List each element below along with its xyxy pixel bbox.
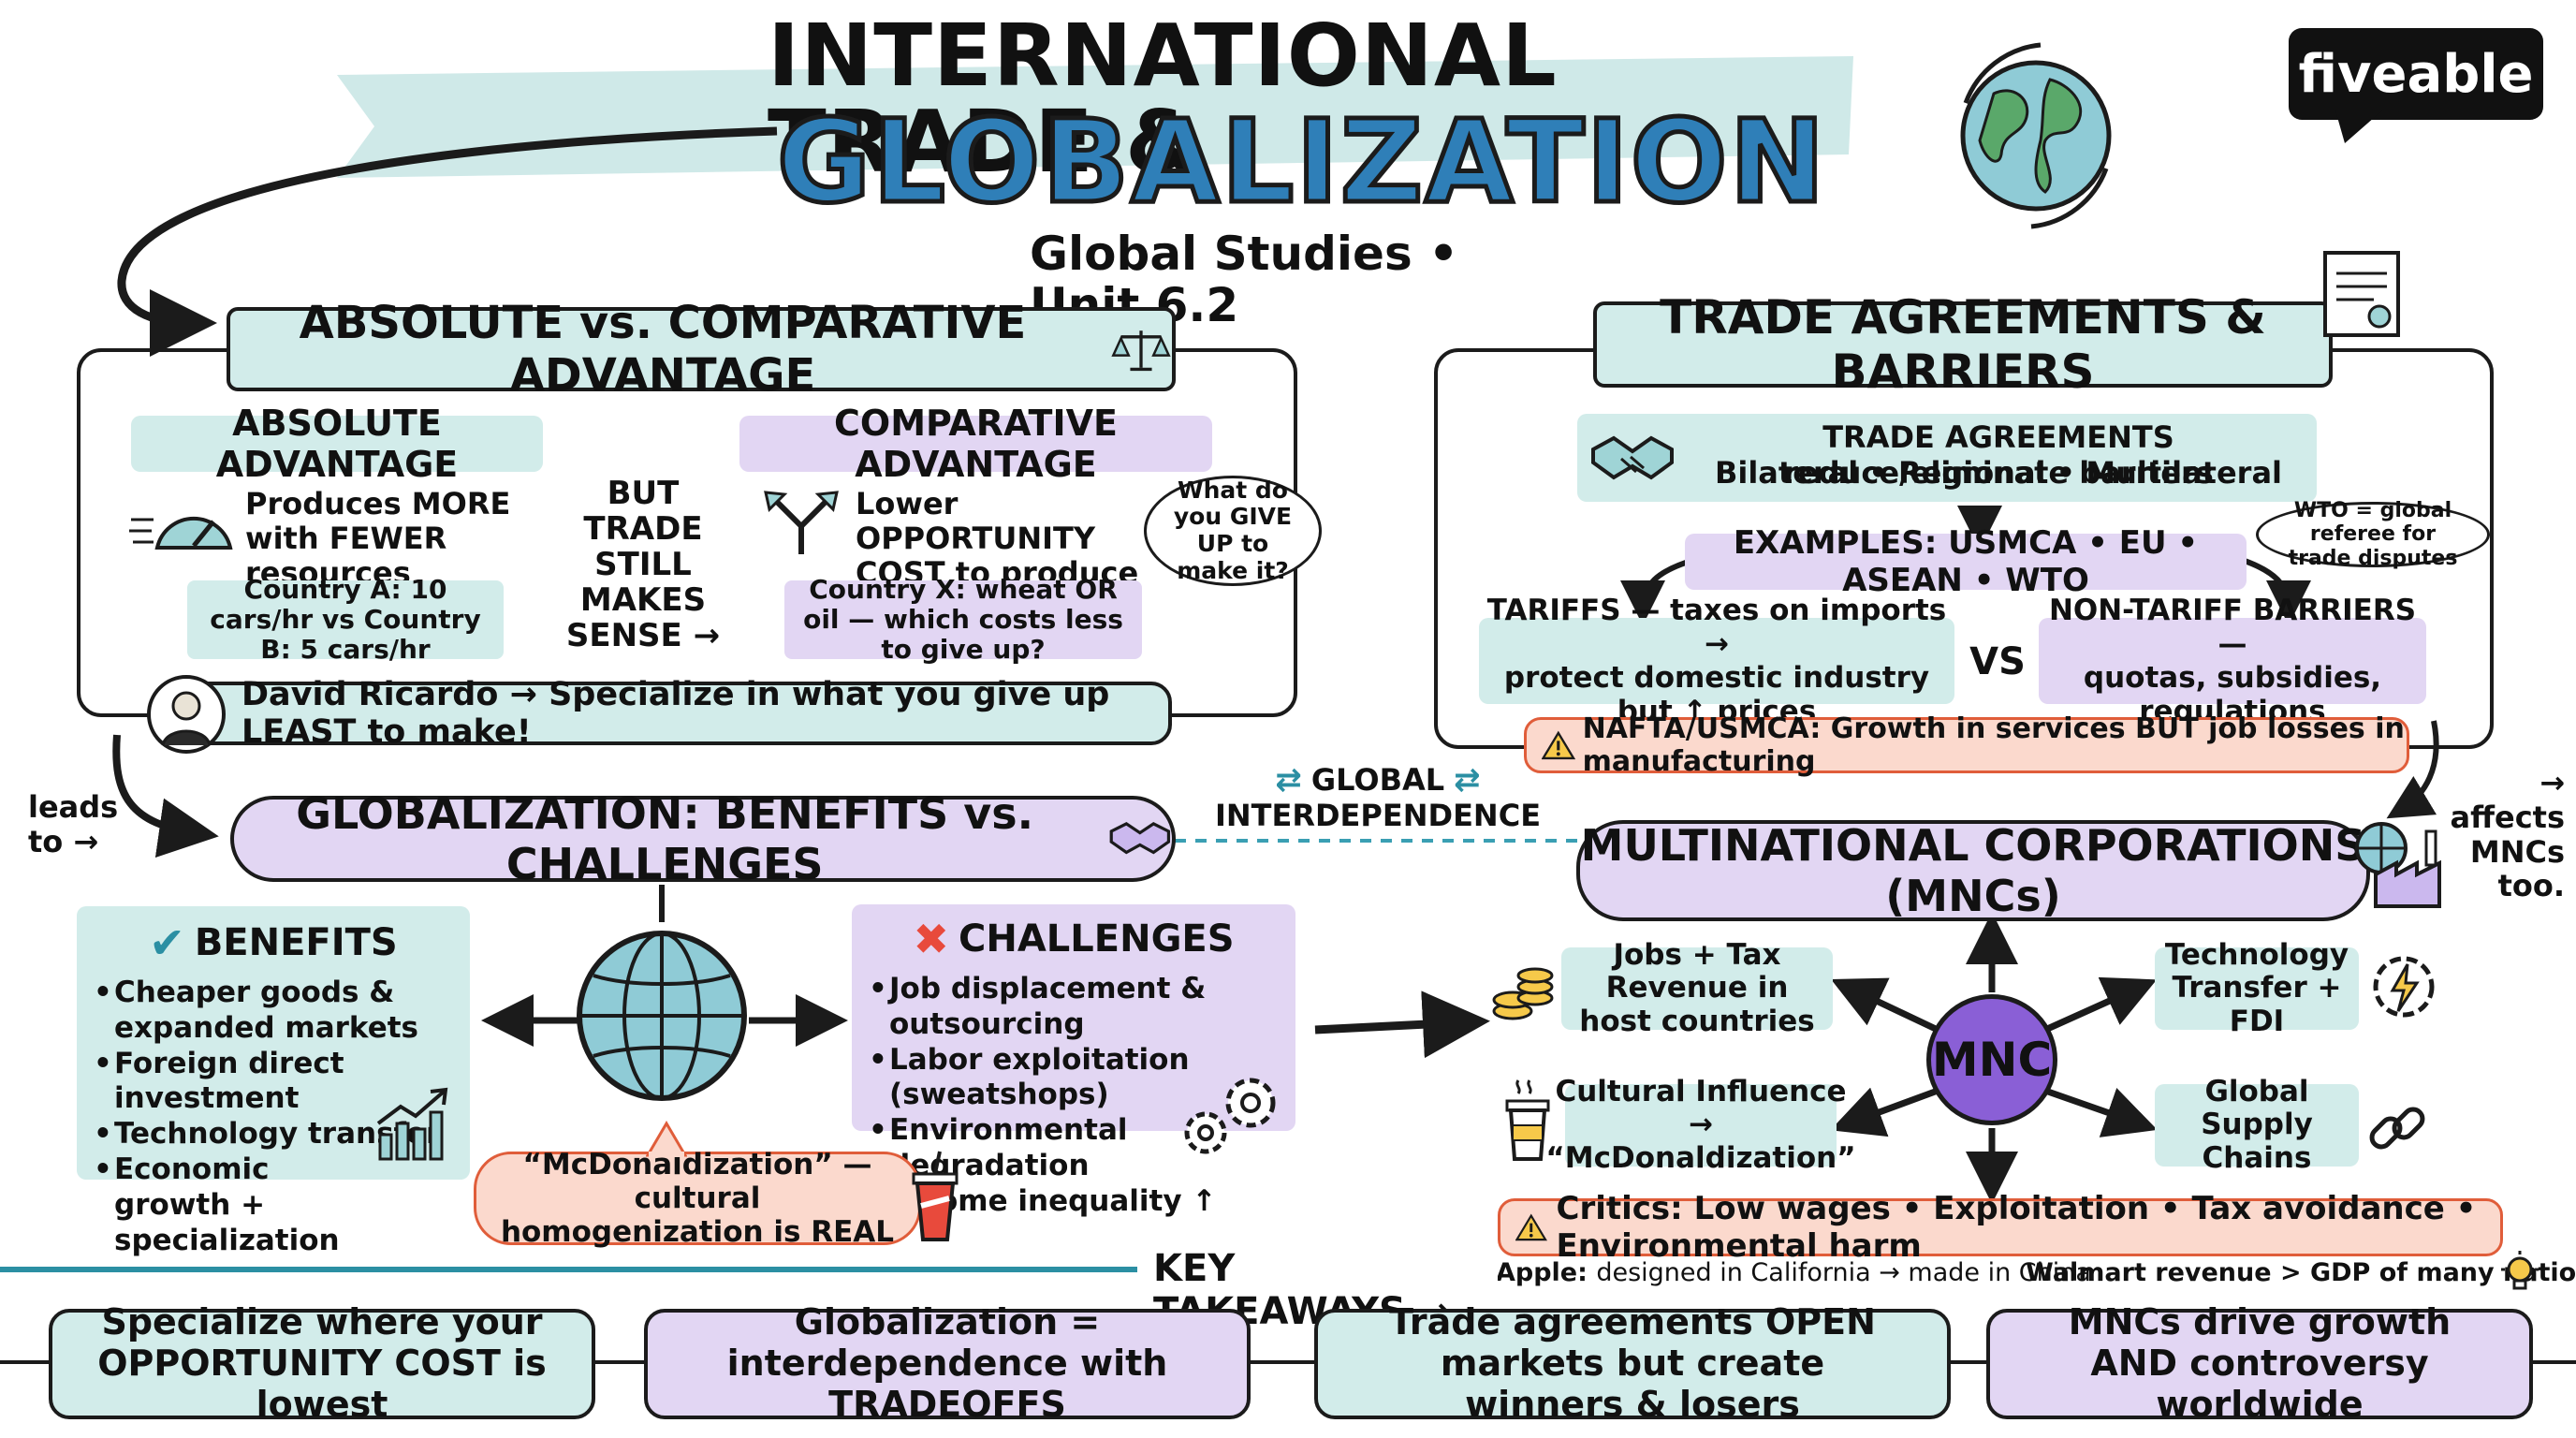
coins-icon: [1492, 967, 1554, 1020]
speedometer-icon: [129, 516, 233, 550]
advantage-heading: ABSOLUTE vs. COMPARATIVE ADVANTAGE: [227, 297, 1176, 402]
vs-label: VS: [1969, 640, 2026, 683]
challenges-title-row: ✖ CHALLENGES: [913, 914, 1235, 964]
nontariff-box: NON-TARIFF BARRIERS — quotas, subsidies,…: [2039, 594, 2426, 728]
list-item: Job displacement & outsourcing: [869, 972, 1279, 1043]
swap-arrows-icon: ⇄: [1275, 761, 1302, 799]
challenges-mnc-arrow: [1314, 990, 1490, 1059]
give-up-bubble: What do you GIVE UP to make it?: [1144, 476, 1322, 586]
scales-icon: [1111, 330, 1171, 372]
list-item: Foreign direct investment: [94, 1047, 453, 1118]
handshake-icon: [1591, 435, 1674, 480]
trade-agreements-line2: Bilateral • Regional • Multilateral: [1714, 455, 2283, 491]
handshake-icon: [1109, 822, 1171, 855]
globe-icon: [577, 931, 747, 1101]
benefits-title-row: ✔ BENEFITS: [149, 917, 398, 968]
title-line1: INTERNATIONAL TRADE &: [768, 6, 1558, 192]
walmart-note: Walmart revenue > GDP of many nations: [2026, 1258, 2576, 1287]
list-item: Labor exploitation (sweatshops): [869, 1043, 1279, 1114]
mnc-spokes: [1830, 912, 2158, 1204]
warning-icon: [1542, 730, 1575, 760]
trade-agreements-box: [1577, 414, 2317, 502]
nafta-banner: NAFTA/USMCA: Growth in services BUT job …: [1524, 712, 2409, 778]
affects-mncs-note: → affects MNCs too.: [2450, 765, 2565, 904]
critics-banner: Critics: Low wages • Exploitation • Tax …: [1498, 1190, 2503, 1265]
warning-icon: [1515, 1213, 1547, 1241]
trade-agreements-line1: TRADE AGREEMENTS reduce/eliminate barrie…: [1783, 419, 2214, 491]
ricardo-banner: David Ricardo → Specialize in what you g…: [152, 676, 1172, 751]
examples-box: EXAMPLES: USMCA • EU • ASEAN • WTO: [1685, 524, 2247, 599]
trade-heading: TRADE AGREEMENTS & BARRIERS: [1593, 290, 2333, 399]
title-ribbon: [337, 56, 1853, 178]
growth-chart-icon: [376, 1087, 448, 1161]
takeaway-item-3: Trade agreements OPEN markets but create…: [1314, 1302, 1951, 1425]
benefits-box: ✔ BENEFITS Cheaper goods & expanded mark…: [77, 906, 470, 1257]
globalization-heading: GLOBALIZATION: BENEFITS vs. CHALLENGES: [230, 788, 1176, 889]
comparative-label: COMPARATIVE ADVANTAGE: [739, 403, 1212, 485]
wto-note: WTO = global referee for trade disputes: [2256, 499, 2490, 570]
swap-arrows-icon: ⇄: [1454, 761, 1481, 799]
coffee-cup-icon: [1505, 1079, 1550, 1161]
absolute-label: ABSOLUTE ADVANTAGE: [131, 403, 543, 485]
challenges-box: ✖ CHALLENGES Job displacement & outsourc…: [852, 904, 1295, 1220]
mnc-tech: Technology Transfer + FDI: [2155, 938, 2359, 1038]
globe-rotation-icon: [1960, 42, 2112, 229]
checkmark-icon: ✔: [149, 917, 185, 968]
factory-globe-icon: [2355, 822, 2441, 908]
list-item: Economic growth + specialization: [94, 1152, 453, 1258]
mnc-jobs: Jobs + Tax Revenue in host countries: [1561, 938, 1833, 1038]
logo-tail: [2335, 110, 2382, 143]
but-trade-note: BUT TRADE STILL MAKES SENSE →: [565, 475, 721, 655]
certificate-scroll-icon: [2323, 251, 2400, 337]
gear-bolt-icon: [2373, 956, 2435, 1018]
leads-to-arrow: [112, 734, 219, 858]
leads-to-note: leads to →: [28, 789, 119, 859]
takeaway-item-4: MNCs drive growth AND controversy worldw…: [1986, 1302, 2533, 1425]
tariffs-box: TARIFFS — taxes on imports → protect dom…: [1479, 594, 1954, 728]
absolute-example: Country A: 10 cars/hr vs Country B: 5 ca…: [187, 574, 504, 665]
title-arrow: [117, 126, 778, 357]
takeaway-item-1: Specialize where your OPPORTUNITY COST i…: [49, 1302, 595, 1425]
mcdonaldization-bubble: “McDonaldization” — cultural homogenizat…: [474, 1148, 921, 1249]
bubble-pointer: [646, 1121, 687, 1157]
ricardo-portrait-icon: [147, 675, 226, 754]
comparative-example: Country X: wheat OR oil — which costs le…: [784, 574, 1142, 665]
chain-link-icon: [2369, 1107, 2425, 1150]
list-item: Environmental degradation: [869, 1113, 1279, 1184]
apple-note: Apple: designed in California → made in …: [1496, 1258, 2091, 1287]
interdependence-line1: ⇄ GLOBAL ⇄: [1275, 761, 1481, 799]
list-item: Cheaper goods & expanded markets: [94, 976, 453, 1047]
interdependence-note: ⇄ GLOBAL ⇄ INTERDEPENDENCE: [1214, 761, 1542, 834]
mnc-culture: Cultural Influence → “McDonaldization”: [1545, 1074, 1856, 1175]
title-line2: GLOBALIZATION: [775, 95, 1828, 228]
gears-icon: [1184, 1078, 1276, 1154]
fiveable-logo: fiveable: [2289, 28, 2543, 120]
soda-cup-icon: [912, 1151, 959, 1241]
fork-arrows-icon: [764, 491, 839, 554]
mnc-center: MNC: [1926, 994, 2057, 1125]
mnc-supply: Global Supply Chains: [2155, 1075, 2359, 1175]
lightbulb-icon: [2501, 1251, 2539, 1290]
mnc-heading: MULTINATIONAL CORPORATIONS (MNCs): [1576, 820, 2370, 921]
cross-icon: ✖: [913, 914, 949, 964]
takeaway-item-2: Globalization = interdependence with TRA…: [644, 1302, 1251, 1425]
